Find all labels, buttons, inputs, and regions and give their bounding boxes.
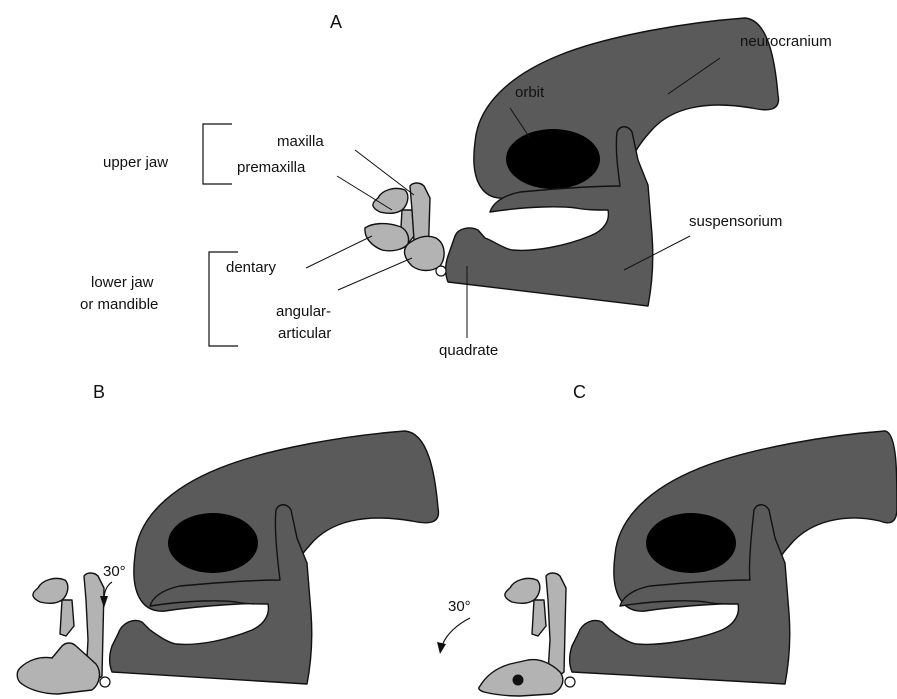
label-angular-1: angular-: [276, 303, 331, 320]
label-upper-jaw: upper jaw: [103, 154, 168, 171]
label-maxilla: maxilla: [277, 133, 324, 150]
label-suspensorium: suspensorium: [689, 213, 782, 230]
jaw-joint-c-dark: [513, 675, 523, 685]
panel-b-label: B: [93, 382, 105, 402]
panel-a-label: A: [330, 12, 342, 32]
label-premaxilla: premaxilla: [237, 159, 306, 176]
label-dentary: dentary: [226, 259, 277, 276]
maxilla-shape-c: [546, 573, 566, 675]
rotation-arrowhead-c: [437, 642, 446, 654]
leader-angular: [338, 258, 412, 290]
orbit-shape-b: [168, 513, 258, 573]
label-lower-jaw-2: or mandible: [80, 296, 158, 313]
premaxilla-shape-b: [33, 578, 74, 636]
panel-a: A neurocranium orbit maxilla premaxilla …: [80, 12, 832, 359]
jaw-joint-a: [436, 266, 446, 276]
label-lower-jaw-1: lower jaw: [91, 274, 154, 291]
orbit-shape-c: [646, 513, 736, 573]
dentary-shape: [365, 224, 409, 251]
label-angle-c: 30°: [448, 598, 471, 615]
label-neurocranium: neurocranium: [740, 33, 832, 50]
label-orbit: orbit: [515, 84, 545, 101]
panel-c: C 30°: [437, 382, 897, 696]
angular-articular-shape: [405, 236, 445, 270]
label-angle-b: 30°: [103, 563, 126, 580]
leader-dentary: [306, 236, 372, 268]
label-angular-2: articular: [278, 325, 331, 342]
label-quadrate: quadrate: [439, 342, 498, 359]
jaw-joint-c: [565, 677, 575, 687]
rotation-arrow-c: [442, 618, 470, 646]
panel-c-label: C: [573, 382, 586, 402]
panel-b: B 30°: [17, 382, 438, 694]
upper-jaw-bracket: [203, 124, 232, 184]
jaw-joint-b: [100, 677, 110, 687]
orbit-shape: [506, 129, 600, 189]
leader-maxilla: [355, 150, 414, 195]
premaxilla-shape-c: [505, 578, 546, 636]
